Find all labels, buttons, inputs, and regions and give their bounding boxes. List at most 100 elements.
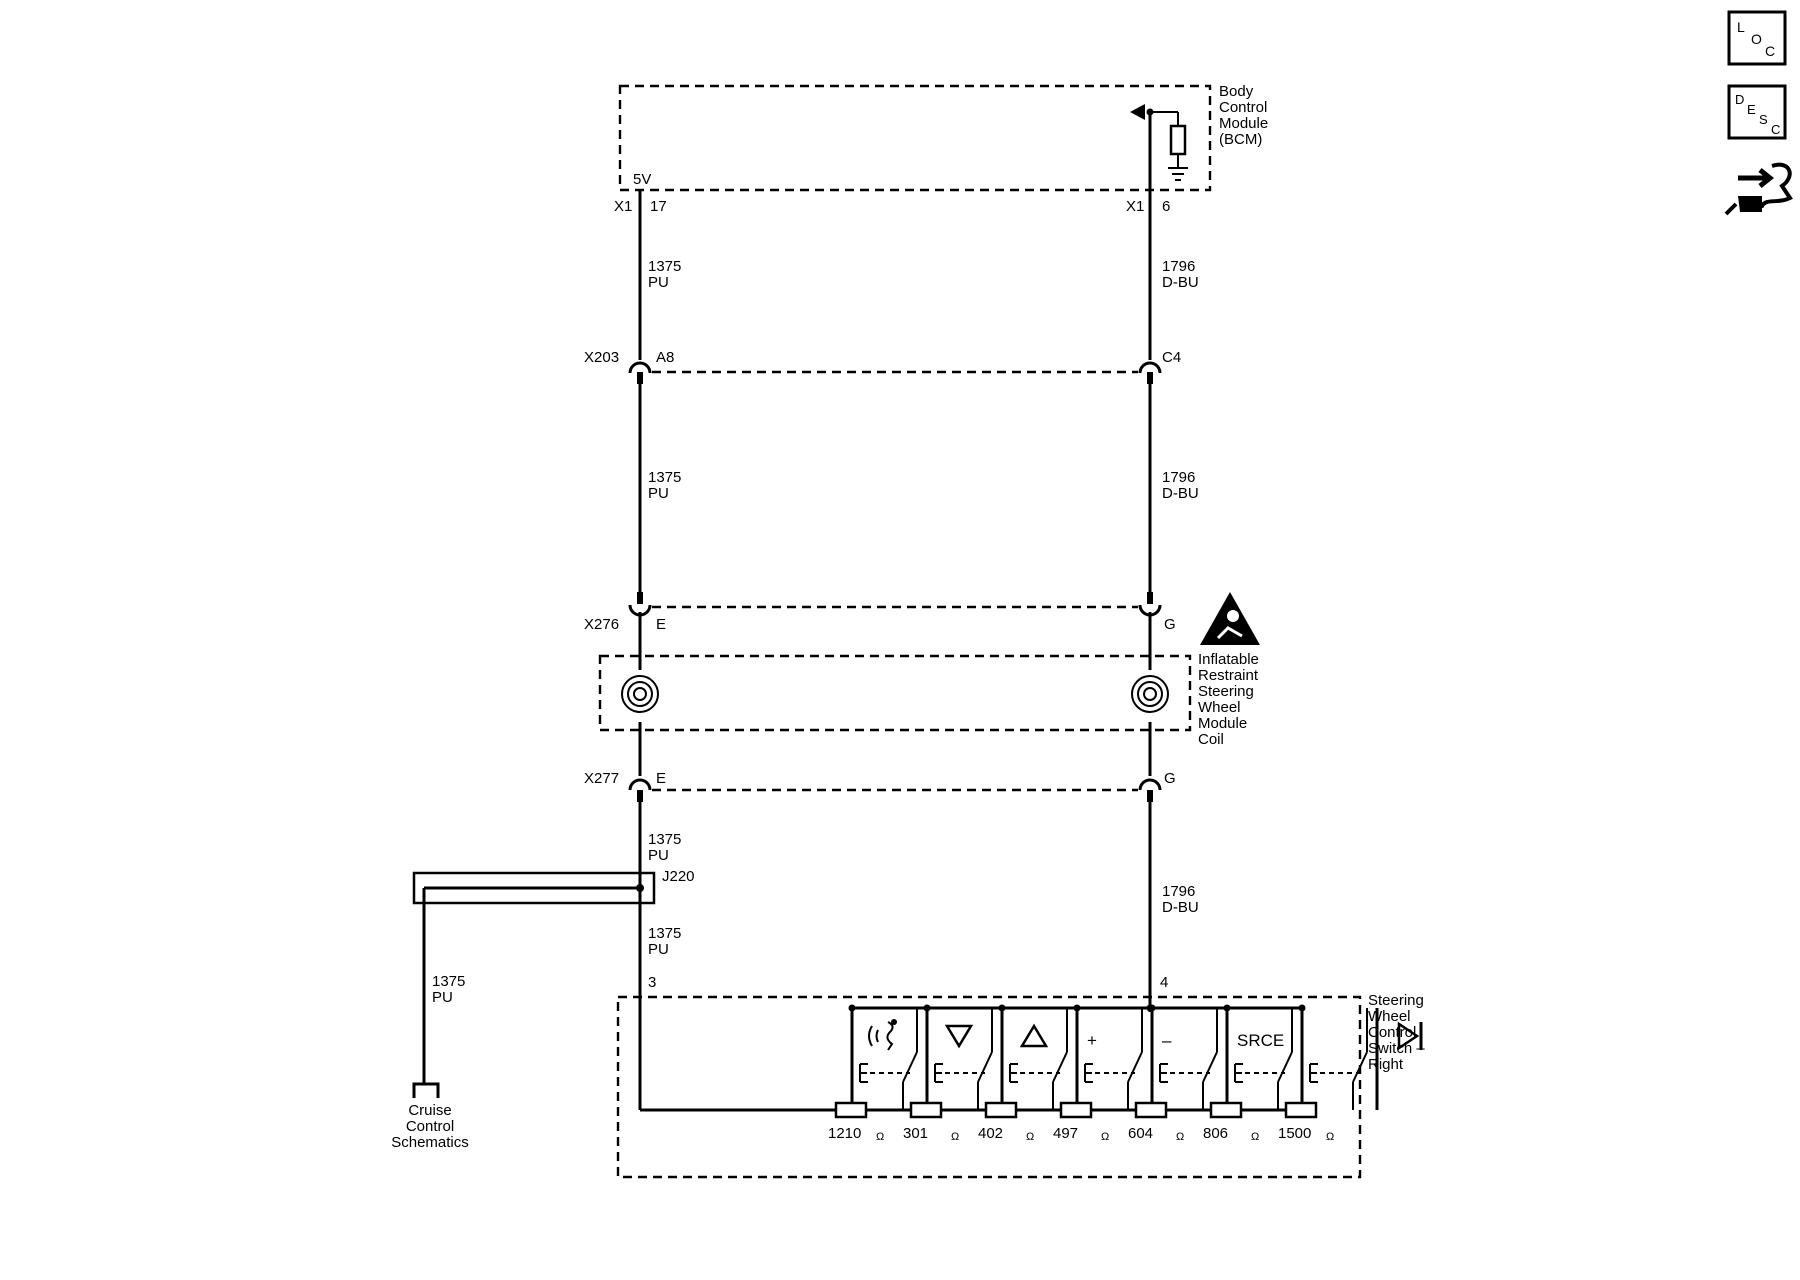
x276-right-male [1147, 592, 1153, 604]
switch-ohm-symbol-3: Ω [1101, 1131, 1109, 1143]
wire-left-circuit-4: 1375 [648, 925, 681, 942]
x276-right-female [1138, 604, 1162, 617]
cruise-label-3: Schematics [391, 1134, 469, 1151]
wire-left-circuit-3: 1375 [648, 831, 681, 848]
switch-label-5: Right [1368, 1056, 1404, 1073]
airbag-warning-icon [1200, 592, 1260, 645]
wire-right-color-3: D-BU [1162, 899, 1199, 916]
connector-x276: X276 E G [584, 592, 1176, 633]
play-next-icon [1397, 1021, 1420, 1051]
x276-left-pin: E [656, 616, 666, 633]
bcm-label-1: Body [1219, 83, 1254, 100]
wire-left-color-4: PU [648, 941, 669, 958]
switch-resistor-2 [984, 1101, 1018, 1119]
splice-j220-label: J220 [662, 868, 695, 885]
wire-right-circuit-1: 1796 [1162, 258, 1195, 275]
switch-resistor-5 [1209, 1101, 1243, 1119]
switch-contact-blade-5 [1277, 1051, 1293, 1083]
bcm-left-connector: X1 [614, 198, 632, 215]
bcm-label-3: Module [1219, 115, 1268, 132]
switch-ohm-symbol-2: Ω [1026, 1131, 1034, 1143]
steering-wheel-switch: 3 4 Steering Wheel Control Switch – Righ… [616, 974, 1425, 1179]
cruise-label-2: Control [406, 1118, 454, 1135]
switch-resistor-0 [834, 1101, 868, 1119]
switch-actuator-5 [1234, 1063, 1243, 1083]
x203-right-pin: C4 [1162, 349, 1181, 366]
x276-name: X276 [584, 616, 619, 633]
switch-bus-node-5 [1223, 1004, 1231, 1012]
switch-actuator-1 [934, 1063, 943, 1083]
switch-bus-node-4 [1148, 1004, 1156, 1012]
coil-label-5: Module [1198, 715, 1247, 732]
switch-resistor-3 [1059, 1101, 1093, 1119]
x203-right-male [1147, 372, 1153, 384]
cruise-connector-icon [412, 1082, 440, 1098]
bcm-label-2: Control [1219, 99, 1267, 116]
splice-j220-box [412, 871, 656, 905]
bcm-right-connector: X1 [1126, 198, 1144, 215]
switch-label-4: Switch – [1368, 1040, 1425, 1057]
x276-right-pin: G [1164, 616, 1176, 633]
switch-contact-blade-4 [1202, 1051, 1218, 1083]
switch-resistor-4 [1134, 1101, 1168, 1119]
switch-right-pin: 4 [1160, 974, 1168, 991]
wire-right-color-1: D-BU [1162, 274, 1199, 291]
switch-bus-node-3 [1073, 1004, 1081, 1012]
switch-resistor-6 [1284, 1101, 1318, 1119]
bcm-label-4: (BCM) [1219, 131, 1262, 148]
switch-bus-node-2 [998, 1004, 1006, 1012]
coil-label-2: Restraint [1198, 667, 1259, 684]
coil-right-ring-1 [1131, 675, 1169, 713]
switch-contact-blade-2 [1052, 1051, 1068, 1083]
switch-ohm-symbol-0: Ω [876, 1131, 884, 1143]
switch-label-2: Wheel [1368, 1008, 1411, 1025]
x277-left-pin: E [656, 770, 666, 787]
switch-ohm-symbol-1: Ω [951, 1131, 959, 1143]
switch-contact-blade-0 [902, 1051, 918, 1083]
wire-right-color-2: D-BU [1162, 485, 1199, 502]
switch-resistor-value-0: 1210 [828, 1125, 861, 1142]
wire-right-circuit-2: 1796 [1162, 469, 1195, 486]
wire-left-color-3: PU [648, 847, 669, 864]
desc-icon[interactable]: D E S C [1727, 84, 1787, 140]
bcm-outline [618, 84, 1212, 192]
x277-right-pin: G [1164, 770, 1176, 787]
connector-x203: X203 A8 C4 [584, 349, 1181, 384]
coil-label-3: Steering [1198, 683, 1254, 700]
voice-icon-dot [891, 1019, 897, 1025]
loc-icon[interactable]: L O C [1727, 10, 1787, 66]
switch-bus-node-0 [848, 1004, 856, 1012]
x203-left-female [628, 361, 652, 374]
connector-tool-icon[interactable] [1724, 162, 1793, 216]
switch-outline [616, 995, 1362, 1179]
voice-icon-head [886, 1021, 894, 1051]
loc-letter-c: C [1765, 43, 1775, 59]
switch-actuator-4 [1159, 1063, 1168, 1083]
coil-right-spring [1131, 675, 1169, 713]
wire-left-color-1: PU [648, 274, 669, 291]
coil-right-ring-2 [1137, 681, 1163, 707]
loc-letter-l: L [1737, 19, 1745, 35]
triangle-down-icon [944, 1024, 974, 1049]
switch-resistor-value-3: 497 [1053, 1125, 1078, 1142]
x276-left-female [628, 604, 652, 617]
loc-letter-o: O [1751, 31, 1762, 47]
bcm-right-pin: 6 [1162, 198, 1170, 215]
coil-label-6: Coil [1198, 731, 1224, 748]
x277-left-female [628, 778, 652, 791]
switch-ohm-symbol-5: Ω [1251, 1131, 1259, 1143]
desc-letter-s: S [1759, 112, 1768, 127]
desc-letter-e: E [1747, 102, 1756, 117]
coil-left-ring-2 [627, 681, 653, 707]
switch-resistor-value-5: 806 [1203, 1125, 1228, 1142]
bcm-input-arrow [1130, 104, 1145, 120]
cruise-wire-color: PU [432, 989, 453, 1006]
x277-name: X277 [584, 770, 619, 787]
switch-bus-node-6 [1298, 1004, 1306, 1012]
desc-letter-d: D [1735, 92, 1744, 107]
coil-left-ring-3 [633, 687, 647, 701]
triangle-up-icon [1019, 1023, 1049, 1048]
switch-bus-node-1 [923, 1004, 931, 1012]
